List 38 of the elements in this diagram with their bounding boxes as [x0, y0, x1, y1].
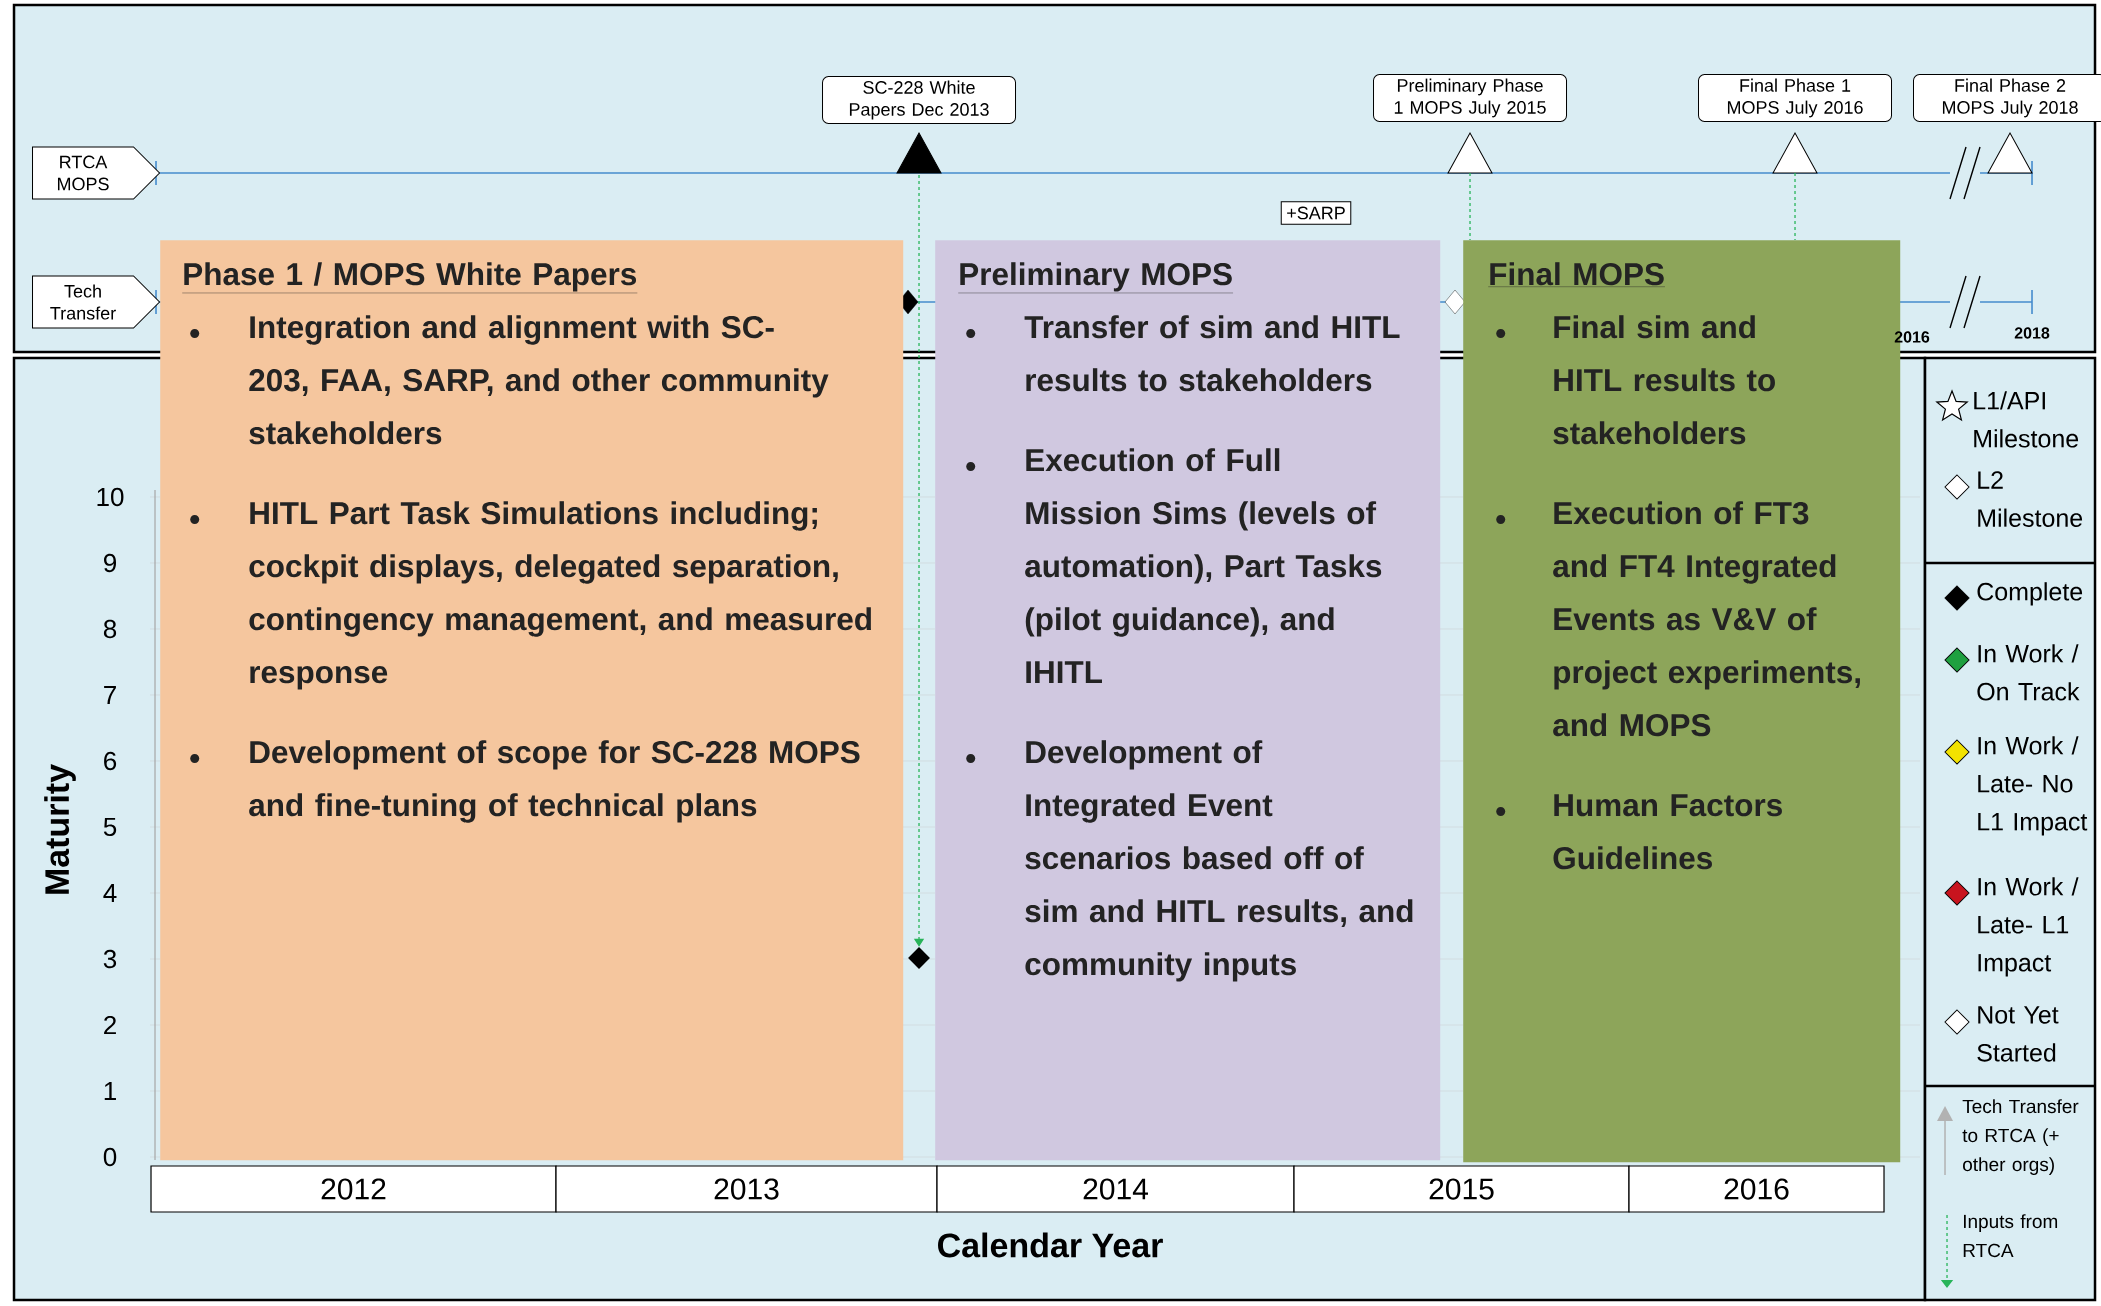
year-cell: 2016 — [1628, 1165, 1885, 1213]
legend-text: Inputs from RTCA — [1963, 1214, 2058, 1258]
phase-panel: Phase 1 / MOPS White Papers Integration and alignment with SC-203, FAA, SARP, and other community stakeholders HITL Part Task Simulations including; cockpit displays, delegated separation, contingency management, and measured response Development of scope for SC-228 MOPS and fine-tuning of technical plans — [160, 240, 904, 1161]
year-tick: 2018 — [2014, 327, 2050, 339]
tick-label: 7 — [104, 686, 116, 704]
tick-label: 1 — [104, 1082, 116, 1100]
tick-label: 2 — [104, 1015, 116, 1035]
axis-title: Calendar Year — [938, 1232, 1163, 1258]
legend-text: L2 Milestone — [1978, 471, 2083, 527]
year-cell: 2012 — [150, 1165, 557, 1213]
milestone-callout: SC-228 White Papers Dec 2013 — [822, 76, 1016, 174]
complete-diamond — [908, 947, 930, 969]
year-cell: 2015 — [1293, 1165, 1630, 1213]
row-label: Tech Transfer — [32, 275, 160, 329]
tick-label: 8 — [103, 619, 117, 639]
milestone-callout: Final Phase 1 MOPS July 2016 — [1698, 74, 1892, 174]
tick-label: 0 — [103, 1147, 117, 1167]
tick-label: 9 — [104, 553, 116, 573]
legend-text: In Work / Late- L1 Impact — [1978, 877, 2079, 977]
row-label: RTCA MOPS — [32, 146, 160, 200]
legend-text: L1/API Milestone — [1974, 391, 2079, 448]
tick-label: 6 — [104, 751, 117, 771]
milestone-callout: Final Phase 2 MOPS July 2018 — [1913, 74, 2101, 174]
legend-text: Not Yet Started — [1977, 1006, 2059, 1062]
tick-label: 3 — [103, 949, 117, 969]
legend-text: Complete — [1977, 582, 2083, 606]
tick-label: 4 — [103, 884, 117, 902]
tick-label: 10 — [97, 487, 124, 507]
axis-title: Maturity — [44, 764, 76, 894]
phase-panel: Preliminary MOPS Transfer of sim and HITL results to stakeholders Execution of Full Mission Sims (levels of automation), Part Tasks (pilot guidance), and IHITL Development of Integrated Event scenarios based off of sim and HITL results, and community inputs — [935, 240, 1441, 1161]
legend-text: In Work / On Track — [1977, 644, 2080, 701]
tag-box: +SARP — [1280, 201, 1352, 225]
tick-label: 5 — [103, 817, 117, 837]
year-cell: 2013 — [555, 1165, 938, 1213]
milestone-callout: Preliminary Phase 1 MOPS July 2015 — [1373, 74, 1567, 174]
year-cell: 2014 — [936, 1165, 1295, 1213]
legend-text: In Work / Late- No L1 Impact — [1978, 736, 2088, 836]
legend-text: Tech Transfer to RTCA (+ other orgs) — [1962, 1099, 2079, 1175]
